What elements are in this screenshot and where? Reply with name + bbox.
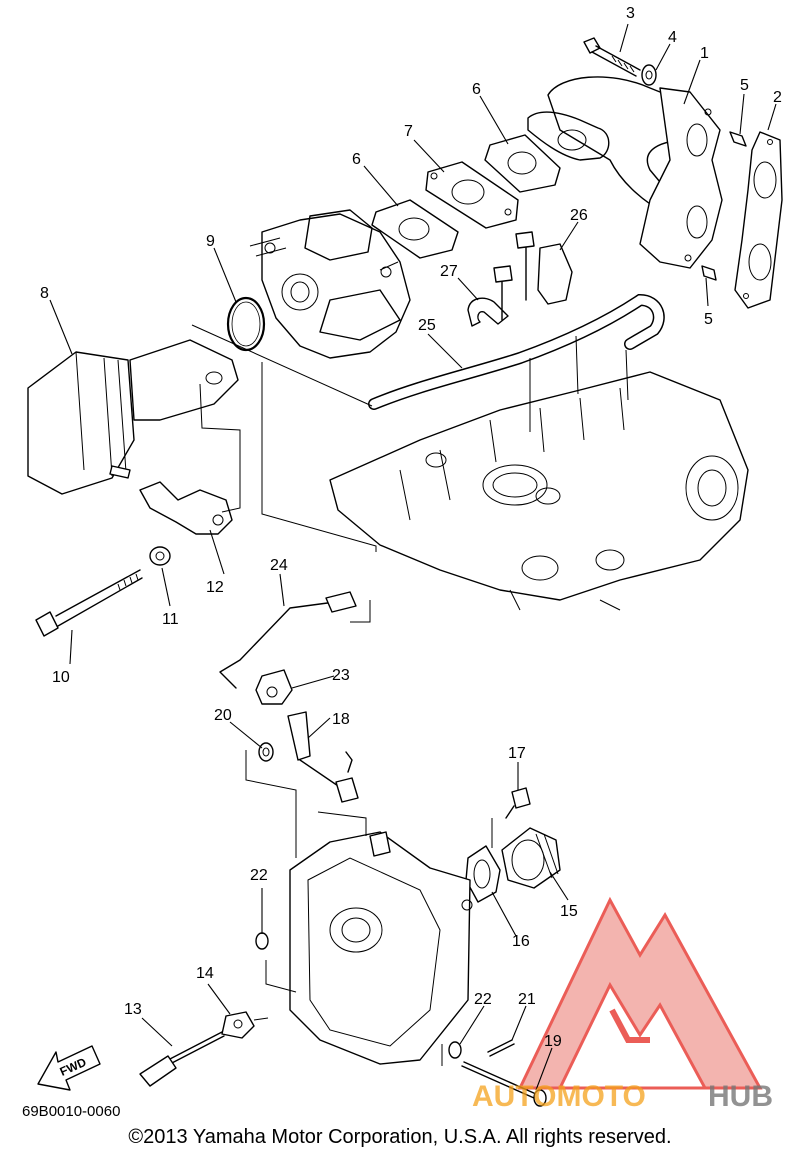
callout-13: 13 xyxy=(124,1001,142,1018)
hose-joint-15 xyxy=(501,827,561,889)
callout-4: 4 xyxy=(668,29,677,46)
callout-23: 23 xyxy=(332,667,350,684)
callout-12: 12 xyxy=(206,579,224,596)
carburetor xyxy=(249,209,411,359)
washer-20 xyxy=(258,742,274,762)
callout-26: 26 xyxy=(570,207,588,224)
gasket-6-lower xyxy=(371,199,459,259)
watermark-logo xyxy=(517,896,763,1090)
callout-20: 20 xyxy=(214,707,232,724)
callout-24: 24 xyxy=(270,557,288,574)
copyright-notice: ©2013 Yamaha Motor Corporation, U.S.A. A… xyxy=(128,1126,672,1148)
silencer-case xyxy=(289,831,473,1065)
callout-19: 19 xyxy=(544,1033,562,1050)
intake-manifold xyxy=(527,76,723,269)
clamp-27 xyxy=(467,265,513,327)
callout-7: 7 xyxy=(404,123,413,140)
washer-4 xyxy=(641,64,657,86)
callout-5-lower: 5 xyxy=(704,311,713,328)
lever-shaft-18 xyxy=(287,711,359,803)
bolt-3 xyxy=(583,37,641,77)
insulator-plate-7 xyxy=(425,161,519,229)
diagram-code: 69B0010-0060 xyxy=(22,1103,121,1120)
bracket-26 xyxy=(515,231,573,305)
screw-17 xyxy=(505,787,531,819)
pin-21 xyxy=(487,1039,515,1057)
gasket-6-upper xyxy=(484,134,561,193)
choke-knob-13 xyxy=(139,1031,225,1087)
callout-8: 8 xyxy=(40,285,49,302)
washer-22-upper xyxy=(255,932,269,950)
gasket-manifold xyxy=(734,131,783,309)
watermark-brand-automoto: AUTOMOTO xyxy=(472,1080,646,1113)
callout-5-upper: 5 xyxy=(740,77,749,94)
collar-11 xyxy=(149,546,171,566)
assembly-lines xyxy=(191,324,629,1066)
watermark-text: AUTOMOTO HUB xyxy=(472,1080,773,1113)
fuel-hose-25 xyxy=(368,293,665,410)
o-ring-9 xyxy=(226,296,266,352)
callout-6-lower: 6 xyxy=(352,151,361,168)
callout-2: 2 xyxy=(773,89,782,106)
dowel-pins-5 xyxy=(701,131,747,281)
bolt-19 xyxy=(461,1061,547,1107)
callout-25: 25 xyxy=(418,317,436,334)
gasket-16 xyxy=(465,845,501,903)
callout-21: 21 xyxy=(518,991,536,1008)
callout-14: 14 xyxy=(196,965,214,982)
crankcase xyxy=(329,371,749,611)
callout-22-lower: 22 xyxy=(474,991,492,1008)
callout-22-upper: 22 xyxy=(250,867,268,884)
callout-15: 15 xyxy=(560,903,578,920)
callout-11: 11 xyxy=(162,611,179,628)
intake-silencer-8 xyxy=(27,339,239,495)
link-rod-24 xyxy=(219,591,357,689)
rod-joint-23 xyxy=(255,669,293,705)
long-bolt-10 xyxy=(35,569,143,637)
fwd-arrow: FWD xyxy=(37,1045,101,1091)
callout-9: 9 xyxy=(206,233,215,250)
callout-17: 17 xyxy=(508,745,526,762)
callout-6-upper: 6 xyxy=(472,81,481,98)
leader-lines xyxy=(49,23,777,1091)
bracket-12 xyxy=(139,481,233,535)
callout-27: 27 xyxy=(440,263,458,280)
callout-16: 16 xyxy=(512,933,530,950)
callout-10: 10 xyxy=(52,669,70,686)
callout-labels: 3 4 1 5 2 6 7 6 26 9 27 8 25 5 24 12 11 … xyxy=(40,5,782,1050)
watermark-brand-hub: HUB xyxy=(708,1080,773,1113)
callout-18: 18 xyxy=(332,711,350,728)
knob-fitting-14 xyxy=(221,1011,269,1039)
callout-1: 1 xyxy=(700,45,709,62)
washer-22-lower xyxy=(448,1041,462,1059)
callout-3: 3 xyxy=(626,5,635,22)
